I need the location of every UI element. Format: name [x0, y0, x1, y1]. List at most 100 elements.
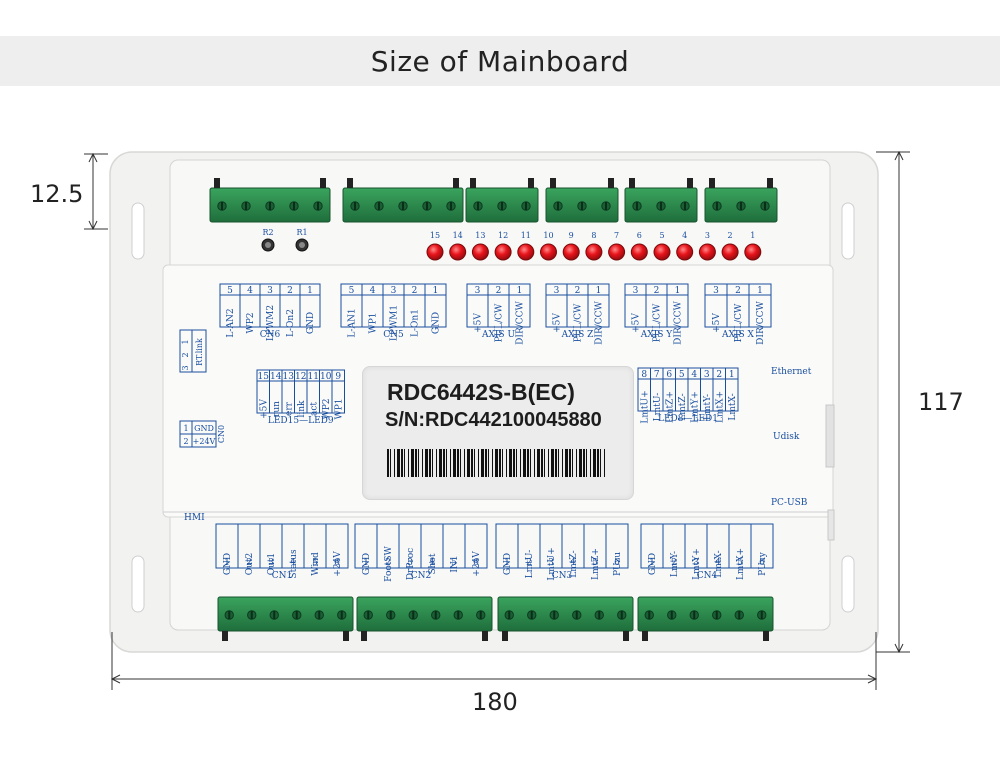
screw-slot [740, 202, 742, 210]
led-label: 2 [728, 231, 733, 240]
pin-name: LmtX+ [715, 391, 725, 423]
mount-slot [131, 555, 145, 613]
pin-number: 2 [246, 558, 252, 568]
pin-number: 3 [704, 370, 710, 380]
pin-name: Out1 [267, 553, 277, 576]
pin-number: 2 [735, 286, 741, 296]
title-banner: Size of Mainboard [0, 36, 1000, 86]
pin-number: 1 [504, 558, 510, 568]
pin-table-title: AXIS Y [640, 330, 673, 340]
pin-name: GND [432, 312, 442, 334]
pin-number: 3 [548, 558, 554, 568]
pin-number: 11 [308, 372, 319, 382]
pin-name: +24V [472, 551, 482, 577]
led-label: 3 [705, 231, 710, 240]
pin-name: LmtX+ [736, 548, 746, 580]
rt-link-number: 2 [181, 352, 190, 357]
status-led-core [299, 242, 305, 248]
led-13 [471, 243, 489, 261]
pin-number: 1 [363, 558, 369, 568]
pin-name: LmtX- [728, 393, 738, 420]
pin-number: 9 [335, 372, 341, 382]
pin-name: LmtY- [670, 551, 680, 577]
screw-slot [221, 202, 223, 210]
screw-slot [648, 611, 651, 619]
pin-number: 13 [283, 372, 295, 382]
terminal-block [545, 178, 619, 223]
status-led-label: R1 [296, 228, 307, 237]
ethernet-label: Ethernet [771, 367, 812, 377]
pin-table-border [704, 283, 772, 328]
terminal-tab [222, 631, 228, 641]
led-label: 1 [750, 231, 755, 240]
pin-number: 1 [649, 558, 655, 568]
pin-name: WP2 [322, 398, 332, 419]
mount-slot [841, 555, 855, 613]
terminal-block [209, 178, 331, 223]
cn0-title: CN0 [217, 425, 226, 443]
screw-slot [525, 202, 527, 210]
screw-slot [354, 202, 356, 210]
pin-number: 1 [757, 286, 763, 296]
pin-name: GND [648, 553, 658, 575]
screw-slot [317, 202, 319, 210]
dimension-width: 180 [472, 688, 518, 716]
terminal-body [497, 596, 634, 632]
screw-slot [501, 202, 503, 210]
pin-table-title: LED8—LED1 [658, 414, 718, 424]
screw-slot [269, 202, 271, 210]
terminal-block [356, 596, 493, 641]
screw-slot [457, 611, 460, 619]
terminal-body [217, 596, 354, 632]
led-label: 14 [453, 231, 463, 240]
pin-number: 10 [320, 372, 332, 382]
pin-table-title: CN6 [260, 330, 281, 340]
mount-slot [841, 202, 855, 260]
pin-name: LPWM1 [390, 305, 400, 341]
screw-slot [402, 202, 404, 210]
pin-name: DIR/CCW [516, 300, 526, 344]
screw-slot [508, 611, 511, 619]
cn0-pin: GND [194, 424, 214, 433]
pin-number: 3 [475, 286, 481, 296]
pin-name: L-AN1 [348, 308, 358, 337]
cn0-pin: +24V [193, 437, 216, 446]
pin-number: 2 [526, 558, 532, 568]
pin-name: PUxy [758, 551, 768, 576]
terminal-tab [709, 178, 715, 188]
led-7 [608, 243, 626, 261]
pin-name: LmtU+ [547, 547, 557, 580]
pcusb-label: PC-USB [771, 498, 808, 508]
mount-slot [131, 202, 145, 260]
pin-number: 5 [679, 370, 685, 380]
pin-table-title: CN1 [272, 571, 293, 581]
screw-slot [367, 611, 370, 619]
pin-number: 6 [334, 558, 340, 568]
pin-name: run [272, 401, 282, 417]
rt-link-label: RT.link [195, 338, 204, 366]
pin-number: 1 [675, 286, 681, 296]
pin-table-border [466, 283, 531, 328]
pin-number: 5 [592, 558, 598, 568]
status-led-label: R2 [262, 228, 273, 237]
screw-slot [636, 202, 638, 210]
pin-number: 3 [713, 286, 719, 296]
pin-table-title: AXIS Z [561, 330, 594, 340]
pin-name: FootSW [384, 545, 394, 581]
screw-slot [479, 611, 482, 619]
udisk-port [825, 404, 835, 468]
pin-name: Shot [428, 553, 438, 574]
terminal-tab [629, 178, 635, 188]
pin-number: 3 [554, 286, 560, 296]
pin-name: L-On1 [411, 309, 421, 337]
pin-number: 15 [258, 372, 270, 382]
terminal-tab [623, 631, 629, 641]
pin-name: DIR/CCW [595, 300, 605, 344]
pin-name: L-On2 [286, 309, 296, 337]
banner-title: Size of Mainboard [370, 44, 630, 78]
